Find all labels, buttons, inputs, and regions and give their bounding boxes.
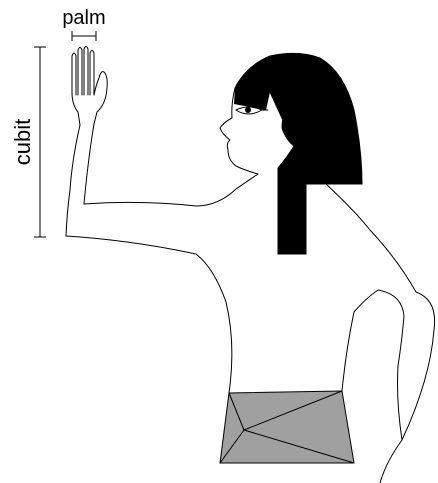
kilt-fill — [220, 391, 354, 463]
finger-1 — [72, 53, 76, 95]
palm-label: palm — [62, 7, 105, 29]
kilt — [220, 391, 354, 463]
palm-measure — [72, 31, 96, 41]
finger-4 — [90, 51, 94, 96]
wig-shape — [235, 53, 362, 254]
rear-arm-outline — [378, 290, 404, 440]
finger-2 — [78, 48, 82, 96]
waist-outline — [342, 290, 378, 391]
inner-arm-outline — [84, 124, 258, 206]
arm-outline — [66, 125, 232, 393]
hand — [72, 47, 107, 126]
wig — [234, 53, 362, 254]
cubit-label: cubit — [10, 119, 35, 165]
cubit-measure — [34, 47, 46, 237]
finger-3 — [84, 47, 88, 96]
